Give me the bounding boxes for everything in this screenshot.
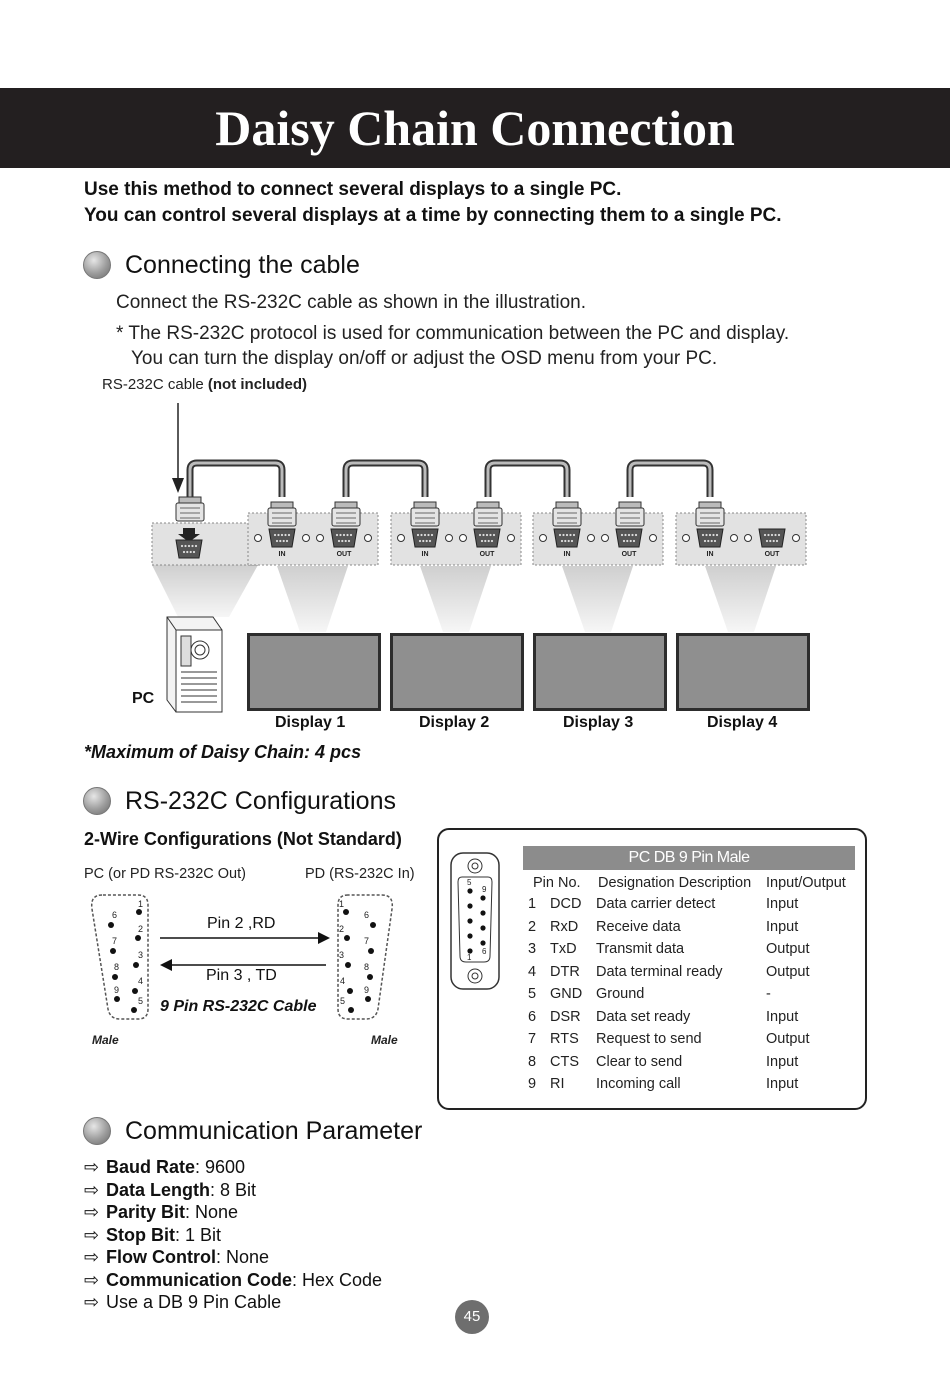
section-bullet-icon xyxy=(83,787,111,815)
column-header-designation: Designation Description xyxy=(598,875,752,891)
section-bullet-icon xyxy=(83,251,111,279)
port-out-label-2: OUT xyxy=(480,551,496,558)
pin-table-box xyxy=(437,828,867,1110)
port-out-label-1: OUT xyxy=(337,551,353,558)
left-male-label: Male xyxy=(92,1033,119,1047)
connecting-text-2: * The RS-232C protocol is used for commu… xyxy=(116,323,790,344)
left-db9-connector-icon xyxy=(90,894,149,1020)
arrow-right-outline-icon: ⇨ xyxy=(84,1292,100,1312)
right-male-label: Male xyxy=(371,1033,398,1047)
svg-text:5: 5 xyxy=(138,996,143,1006)
svg-text:9: 9 xyxy=(364,985,369,995)
svg-text:6: 6 xyxy=(364,910,369,920)
intro-line-2: You can control several displays at a ti… xyxy=(84,205,782,226)
page-number: 45 xyxy=(455,1300,489,1334)
connecting-text-3: You can turn the display on/off or adjus… xyxy=(131,348,718,369)
arrow-right-outline-icon: ⇨ xyxy=(84,1202,100,1222)
svg-text:3: 3 xyxy=(138,950,143,960)
param-data-length: ⇨Data Length: 8 Bit xyxy=(84,1180,257,1200)
section-title-comm: Communication Parameter xyxy=(125,1117,423,1145)
port-in-label-4: IN xyxy=(707,551,714,558)
port-in-label-2: IN xyxy=(422,551,429,558)
arrow-right-outline-icon: ⇨ xyxy=(84,1180,100,1200)
display-3-label: Display 3 xyxy=(563,714,634,731)
svg-text:9: 9 xyxy=(114,985,119,995)
connecting-text-1: Connect the RS-232C cable as shown in th… xyxy=(116,292,586,313)
display-4-label: Display 4 xyxy=(707,714,778,731)
svg-text:8: 8 xyxy=(364,962,369,972)
arrow-right-outline-icon: ⇨ xyxy=(84,1247,100,1267)
svg-text:7: 7 xyxy=(364,936,369,946)
right-db9-connector-icon xyxy=(337,894,394,1020)
section-title-connecting: Connecting the cable xyxy=(125,251,360,279)
display-monitors xyxy=(247,633,810,711)
param-flow-control: ⇨Flow Control: None xyxy=(84,1247,270,1267)
cable-type-label: 9 Pin RS-232C Cable xyxy=(160,998,317,1015)
arrow-down-icon xyxy=(178,528,200,542)
wiring-diagram: 1 2 3 4 5 6 7 8 9 1 2 3 4 5 6 7 8 9 xyxy=(90,894,394,1020)
svg-text:1: 1 xyxy=(467,953,472,962)
intro-line-1: Use this method to connect several displ… xyxy=(84,179,622,200)
display-2-label: Display 2 xyxy=(419,714,490,731)
max-daisy-chain-note: *Maximum of Daisy Chain: 4 pcs xyxy=(84,742,362,762)
param-parity-bit: ⇨Parity Bit: None xyxy=(84,1202,239,1222)
cable-label: RS-232C cable (not included) xyxy=(102,376,308,393)
pin3-label: Pin 3 , TD xyxy=(206,967,277,984)
svg-text:5: 5 xyxy=(340,996,345,1006)
arrow-right-outline-icon: ⇨ xyxy=(84,1225,100,1245)
pc-beam xyxy=(152,565,258,617)
svg-text:6: 6 xyxy=(482,947,487,956)
port-out-label-4: OUT xyxy=(765,551,781,558)
display-1-beam xyxy=(277,566,348,632)
param-communication-code: ⇨Communication Code: Hex Code xyxy=(84,1270,383,1290)
svg-text:5: 5 xyxy=(467,878,472,887)
title-bar xyxy=(0,88,950,168)
daisy-chain-diagram: IN OUT IN OUT IN OUT IN OUT xyxy=(151,403,810,713)
display-3-beam xyxy=(562,566,633,632)
svg-text:1: 1 xyxy=(339,899,344,909)
pc-port-panel xyxy=(151,522,259,566)
display-1-label: Display 1 xyxy=(275,714,346,731)
svg-text:8: 8 xyxy=(114,962,119,972)
svg-text:7: 7 xyxy=(112,936,117,946)
arrow-right-outline-icon: ⇨ xyxy=(84,1270,100,1290)
arrow-down-icon xyxy=(172,478,184,493)
page-title: Daisy Chain Connection xyxy=(215,100,735,156)
pc-tower xyxy=(166,616,223,713)
left-connector-label: PC (or PD RS-232C Out) xyxy=(84,866,246,882)
pin2-label: Pin 2 ,RD xyxy=(207,915,276,932)
param-baud-rate: ⇨Baud Rate: 9600 xyxy=(84,1157,246,1177)
svg-text:1: 1 xyxy=(138,899,143,909)
rs232-subtitle: 2-Wire Configurations (Not Standard) xyxy=(84,829,402,849)
arrow-right-icon xyxy=(318,932,330,944)
column-header-io: Input/Output xyxy=(766,875,846,891)
column-header-pin-no: Pin No. xyxy=(533,875,581,891)
svg-text:2: 2 xyxy=(339,924,344,934)
port-in-label-3: IN xyxy=(564,551,571,558)
right-connector-label: PD (RS-232C In) xyxy=(305,866,415,882)
arrow-left-icon xyxy=(160,959,172,971)
svg-text:3: 3 xyxy=(339,950,344,960)
svg-text:4: 4 xyxy=(340,976,345,986)
param-stop-bit: ⇨Stop Bit: 1 Bit xyxy=(84,1225,222,1245)
db9-male-connector-icon: 5 9 1 6 xyxy=(450,852,500,990)
display-4-beam xyxy=(705,566,776,632)
display-2-beam xyxy=(420,566,491,632)
pin-table-header: PC DB 9 Pin Male xyxy=(523,846,855,870)
pc-label: PC xyxy=(132,690,155,707)
rs232-cables xyxy=(186,459,714,497)
section-title-rs232: RS-232C Configurations xyxy=(125,787,396,815)
port-out-label-3: OUT xyxy=(622,551,638,558)
svg-text:2: 2 xyxy=(138,924,143,934)
port-in-label-1: IN xyxy=(279,551,286,558)
port-screws xyxy=(254,534,800,542)
arrow-right-outline-icon: ⇨ xyxy=(84,1157,100,1177)
svg-text:4: 4 xyxy=(138,976,143,986)
param-cable: ⇨Use a DB 9 Pin Cable xyxy=(84,1292,282,1312)
section-bullet-icon xyxy=(83,1117,111,1145)
svg-text:9: 9 xyxy=(482,885,487,894)
svg-text:6: 6 xyxy=(112,910,117,920)
